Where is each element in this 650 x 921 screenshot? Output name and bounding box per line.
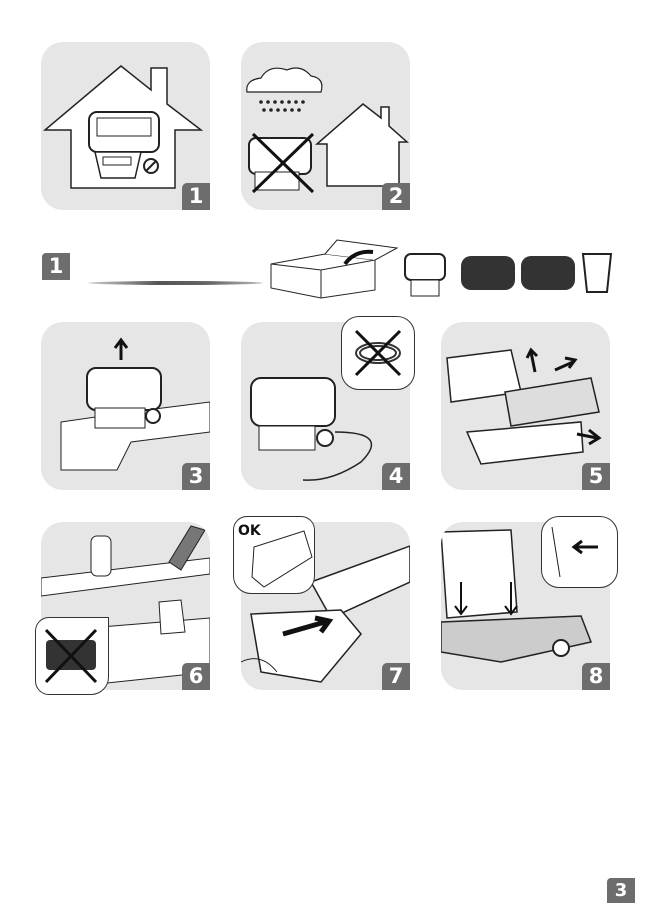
inset-correct-position: OK: [233, 516, 315, 594]
crossed-cord-icon: [354, 329, 402, 377]
step-number-badge: 8: [582, 663, 610, 690]
grill-with-cord-icon: [250, 377, 373, 481]
step-number-badge: 7: [382, 663, 410, 690]
step-number-badge: 3: [182, 463, 210, 490]
step-number-badge: 1: [182, 183, 210, 210]
fit-plate-icon: [441, 529, 593, 663]
unpack-contents-illustration: [270, 239, 613, 299]
drip-tray-icon: [581, 253, 613, 293]
step-number-badge: 4: [382, 463, 410, 490]
rain-cross-house-icon: [246, 67, 409, 194]
open-grill-icon: [446, 347, 602, 465]
latch-arrow-icon: [551, 526, 598, 578]
illustration-remove-from-box: 3: [41, 322, 210, 490]
inset-no-abrasive-sponge: [35, 617, 109, 695]
section-number-badge: 1: [42, 253, 70, 280]
lift-grill-icon: [60, 337, 210, 471]
illustration-no-outdoor-use: 2: [241, 42, 410, 210]
page-number: 3: [607, 878, 635, 903]
grill-plate-icon: [521, 256, 575, 290]
arrow-icon: [343, 249, 374, 266]
tray-inserted-icon: [251, 530, 313, 588]
step-number-badge: 6: [182, 663, 210, 690]
house-grill-icon: [42, 65, 204, 189]
step-number-badge: 5: [582, 463, 610, 490]
ok-label: OK: [238, 523, 261, 539]
illustration-indoor-use: 1: [41, 42, 210, 210]
divider-line: [88, 281, 263, 285]
illustration-remove-plates: 5: [441, 322, 610, 490]
step-number-badge: 2: [382, 183, 410, 210]
crossed-scourer-icon: [44, 628, 98, 684]
drip-tray-insert-icon: [241, 545, 410, 683]
arrow-icon: [282, 615, 334, 637]
inset-no-coiled-cord: [341, 316, 415, 390]
grill-plate-icon: [461, 256, 515, 290]
inset-plate-latch: [541, 516, 618, 588]
